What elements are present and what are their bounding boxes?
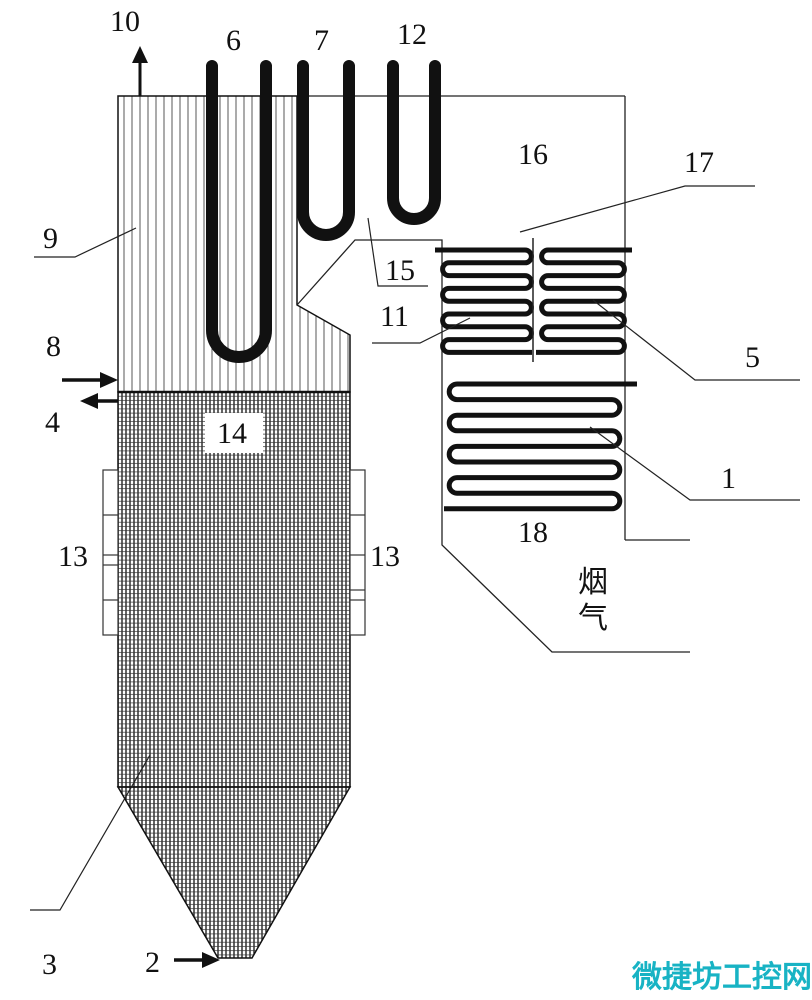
- leader-lines: [30, 185, 800, 911]
- label-14: 14: [217, 417, 247, 450]
- label-16: 16: [518, 138, 548, 171]
- platen-superheater-12: [387, 60, 441, 225]
- coil-bank-1: [444, 381, 637, 512]
- label-15: 15: [385, 254, 415, 287]
- platen-superheater-6: [206, 60, 272, 363]
- watermark: 微捷坊工控网: [631, 960, 812, 995]
- label-2: 2: [145, 946, 160, 979]
- upper-furnace: [117, 95, 351, 393]
- platen-superheater-7: [297, 60, 355, 241]
- label-12: 12: [397, 18, 427, 51]
- label-8: 8: [46, 330, 61, 363]
- label-11: 11: [380, 300, 409, 333]
- label-10: 10: [110, 5, 140, 38]
- lower-furnace: [117, 390, 351, 788]
- label-4: 4: [45, 406, 60, 439]
- arrow-4-outlet: [80, 393, 118, 409]
- label-5: 5: [745, 341, 760, 374]
- arrow-10-outlet: [132, 46, 148, 96]
- label-9: 9: [43, 222, 58, 255]
- coil-bank-11: [435, 247, 534, 355]
- furnace-hopper: [116, 786, 352, 959]
- label-1: 1: [721, 462, 736, 495]
- label-14-bg: [205, 413, 263, 453]
- label-13-left: 13: [58, 540, 88, 573]
- arrow-2-inlet: [174, 952, 220, 968]
- label-7: 7: [314, 24, 329, 57]
- label-18: 18: [518, 516, 548, 549]
- flue-gas-label-2: 气: [578, 601, 608, 636]
- arrow-8-inlet: [62, 372, 118, 388]
- flue-gas-label-1: 烟: [578, 565, 608, 600]
- label-17: 17: [684, 146, 714, 179]
- coil-bank-5: [536, 247, 632, 355]
- label-6: 6: [226, 24, 241, 57]
- label-3: 3: [42, 948, 57, 981]
- burner-left: [102, 469, 119, 636]
- burner-right: [349, 469, 366, 636]
- label-13-right: 13: [370, 540, 400, 573]
